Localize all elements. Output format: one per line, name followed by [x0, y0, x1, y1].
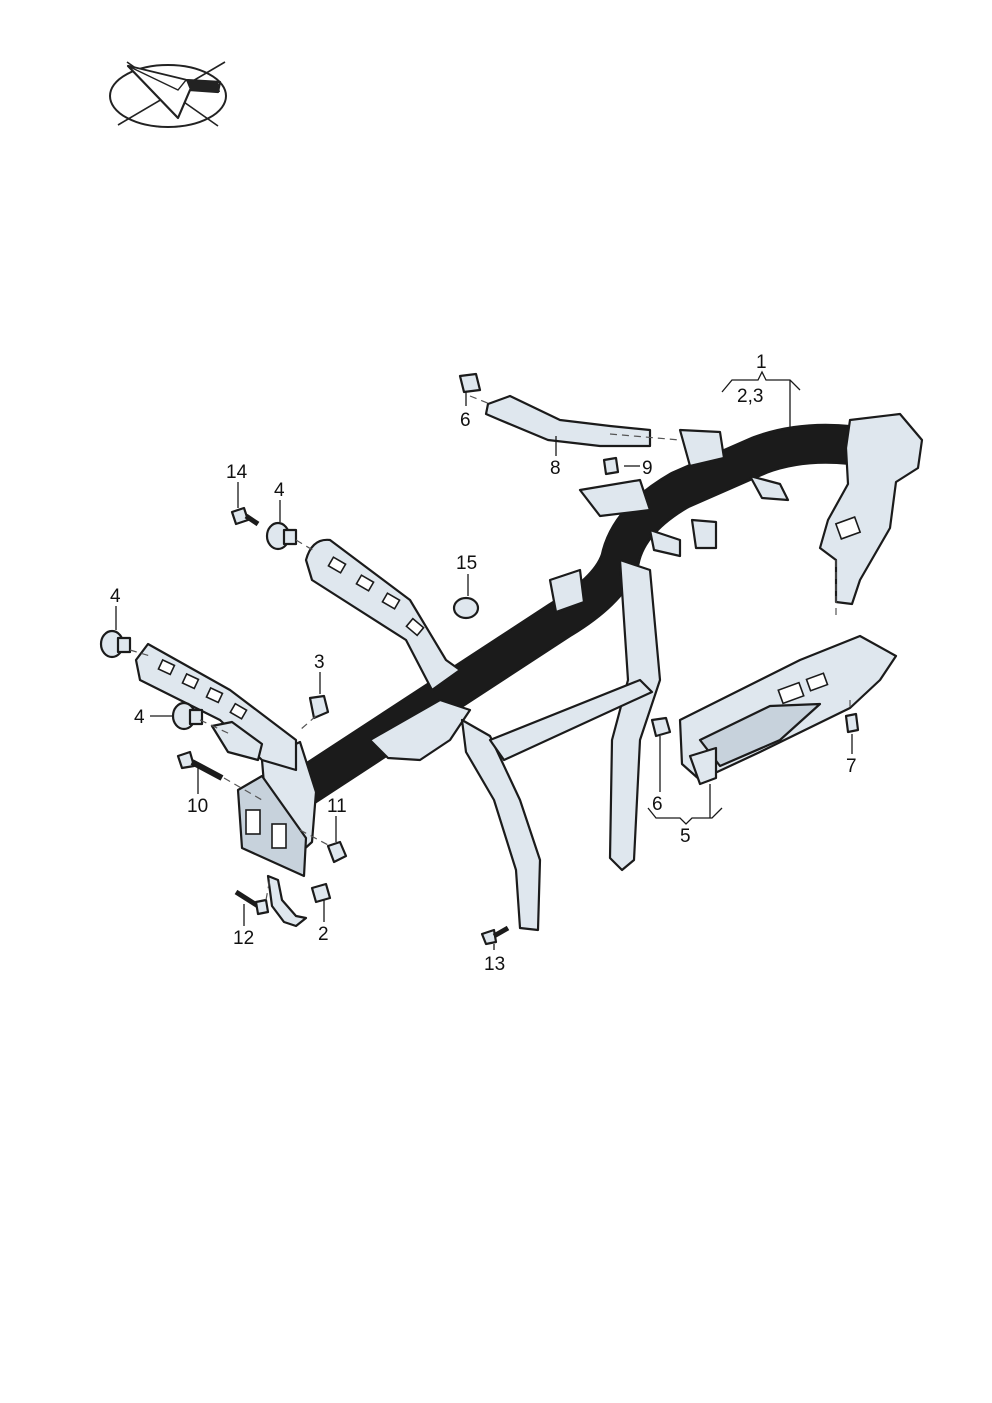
lower-right-bracket	[678, 634, 898, 786]
callout-2-3: 2,3	[737, 386, 763, 407]
callout-4-middle: 4	[134, 707, 145, 728]
callout-1: 1	[756, 352, 767, 373]
center-frame	[488, 678, 654, 762]
right-tube-bracket-1	[578, 478, 652, 518]
callout-11: 11	[327, 796, 347, 817]
callout-5: 5	[680, 826, 691, 847]
callout-6-lower: 6	[652, 794, 663, 815]
callout-8: 8	[550, 458, 561, 479]
callout-2: 2	[318, 924, 329, 945]
callout-14: 14	[226, 462, 248, 483]
right-tube-bracket-4	[690, 518, 718, 550]
callout-3: 3	[314, 652, 325, 673]
center-left-leg	[460, 718, 542, 932]
callout-4-left: 4	[110, 586, 121, 607]
assembly-dash-lines	[129, 395, 851, 901]
callout-4-top: 4	[274, 480, 285, 501]
callout-6-top: 6	[460, 410, 471, 431]
main-tube-fill	[282, 426, 868, 808]
right-end-bracket	[818, 412, 924, 606]
callout-9: 9	[642, 458, 653, 479]
nut-11	[326, 840, 348, 864]
top-center-bracket	[548, 568, 586, 614]
bushing-4-middle	[171, 701, 204, 731]
cross-member-assembly	[134, 412, 924, 932]
callout-labels: 1 2,3 6 8 9 15 14 4 4 3 4 10 11 12 2 13 …	[110, 352, 857, 975]
bushing-4-top	[265, 521, 298, 551]
center-channel	[368, 698, 472, 762]
callout-leaders	[115, 370, 853, 950]
right-tube-bracket-3	[648, 528, 682, 558]
bolt-7	[844, 712, 860, 734]
reinforcement-bar	[484, 394, 652, 448]
grommet-15	[452, 596, 480, 620]
callout-12: 12	[233, 928, 254, 949]
bolt-9	[602, 456, 620, 476]
bolt-10	[176, 750, 224, 781]
bolt-13	[480, 925, 510, 946]
callout-7: 7	[846, 756, 857, 777]
clip-nut-6-lower	[650, 716, 672, 738]
bolt-12	[234, 889, 270, 916]
clip-nut-6-top	[458, 372, 482, 394]
center-right-leg	[608, 558, 662, 872]
left-lower-arm	[134, 642, 298, 772]
callout-13: 13	[484, 954, 505, 975]
vw-direction-arrow-logo-icon	[109, 61, 227, 128]
right-tube-bracket-5	[748, 474, 790, 502]
bolt-14	[230, 506, 260, 527]
left-upper-arm	[304, 538, 462, 692]
callout-10: 10	[187, 796, 208, 817]
pedal-bracket	[266, 874, 308, 928]
right-tube-bracket-2	[678, 428, 726, 468]
callout-15: 15	[456, 553, 477, 574]
bushing-4-left	[99, 629, 132, 659]
clip-nut-3	[308, 694, 330, 720]
clip-nut-2	[310, 882, 332, 904]
